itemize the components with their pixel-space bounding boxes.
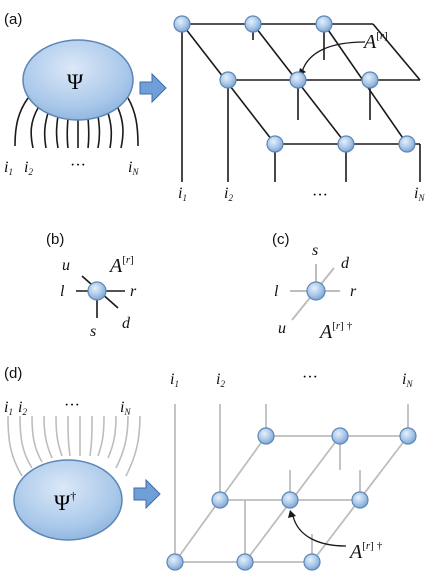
node	[337, 135, 355, 153]
psi-legs	[14, 97, 139, 149]
label-i1: i1	[170, 371, 179, 389]
label-ellipsis: ···	[64, 397, 80, 414]
peps-dagger-nodes	[166, 427, 417, 571]
node	[351, 491, 369, 509]
lattice-dagger-index-labels: i1 i2 ··· iN	[170, 369, 413, 389]
psi-dagger-legs	[7, 415, 141, 477]
node	[244, 15, 262, 33]
node	[211, 491, 229, 509]
leg-r: r	[130, 283, 137, 300]
label-iN: iN	[402, 371, 413, 389]
peps-lattice	[181, 23, 421, 182]
peps-dagger-lattice	[174, 404, 409, 563]
label-i2: i2	[18, 399, 27, 417]
tensor-label-a: A[r]	[362, 30, 388, 53]
tensor-b-leg-labels: u l r s d	[60, 257, 137, 340]
leg-l: l	[60, 283, 65, 300]
label-i2: i2	[24, 159, 33, 177]
node	[331, 427, 349, 445]
label-ellipsis: ···	[312, 187, 328, 204]
label-i1: i1	[178, 185, 187, 203]
tensor-label-d: A[r]†	[348, 540, 383, 563]
node	[219, 71, 237, 89]
leg-d: d	[122, 315, 131, 332]
tensor-label-c: A[r]†	[318, 320, 353, 343]
node	[398, 135, 416, 153]
node	[173, 15, 191, 33]
leg-d: d	[341, 255, 350, 272]
leg-s: s	[312, 242, 318, 259]
tensor-c-node	[306, 281, 326, 301]
node	[281, 491, 299, 509]
arrow-right-icon	[133, 478, 161, 510]
arrow-right-icon	[139, 72, 167, 104]
psi-leg-labels: i1 i2 ··· iN	[4, 157, 139, 177]
panel-a-label: (a)	[4, 11, 22, 28]
label-i1: i1	[4, 159, 13, 177]
node	[315, 15, 333, 33]
label-ellipsis: ···	[302, 369, 318, 386]
annotation-arrow	[292, 515, 347, 547]
panel-b-label: (b)	[46, 231, 64, 248]
node	[236, 553, 254, 571]
tensor-b-node	[87, 281, 107, 301]
leg-r: r	[350, 283, 357, 300]
psi-symbol: Ψ	[67, 69, 84, 94]
node	[361, 71, 379, 89]
tensor-c-leg-labels: s d l r u	[274, 242, 357, 337]
label-iN: iN	[128, 159, 139, 177]
node	[303, 553, 321, 571]
panel-c-label: (c)	[272, 231, 290, 248]
leg-s: s	[90, 323, 96, 340]
label-ellipsis: ···	[70, 157, 86, 174]
psi-dagger-symbol: Ψ†	[54, 489, 76, 515]
psi-blob	[22, 39, 134, 121]
peps-nodes	[173, 15, 416, 153]
node	[289, 71, 307, 89]
label-i2: i2	[224, 185, 233, 203]
leg-l: l	[274, 283, 279, 300]
label-i2: i2	[216, 371, 225, 389]
panel-d-label: (d)	[4, 365, 22, 382]
leg-u: u	[62, 257, 70, 274]
label-i1: i1	[4, 399, 13, 417]
node	[166, 553, 184, 571]
annotation-arrowhead	[288, 510, 296, 518]
lattice-index-labels: i1 i2 ··· iN	[178, 185, 425, 204]
label-iN: iN	[414, 185, 425, 203]
node	[266, 135, 284, 153]
node	[399, 427, 417, 445]
psi-dagger-blob	[13, 459, 123, 541]
psi-dagger-leg-labels: i1 i2 ··· iN	[4, 397, 131, 417]
tensor-label-b: A[r]	[108, 254, 134, 277]
label-iN: iN	[120, 399, 131, 417]
node	[257, 427, 275, 445]
leg-u: u	[278, 320, 286, 337]
